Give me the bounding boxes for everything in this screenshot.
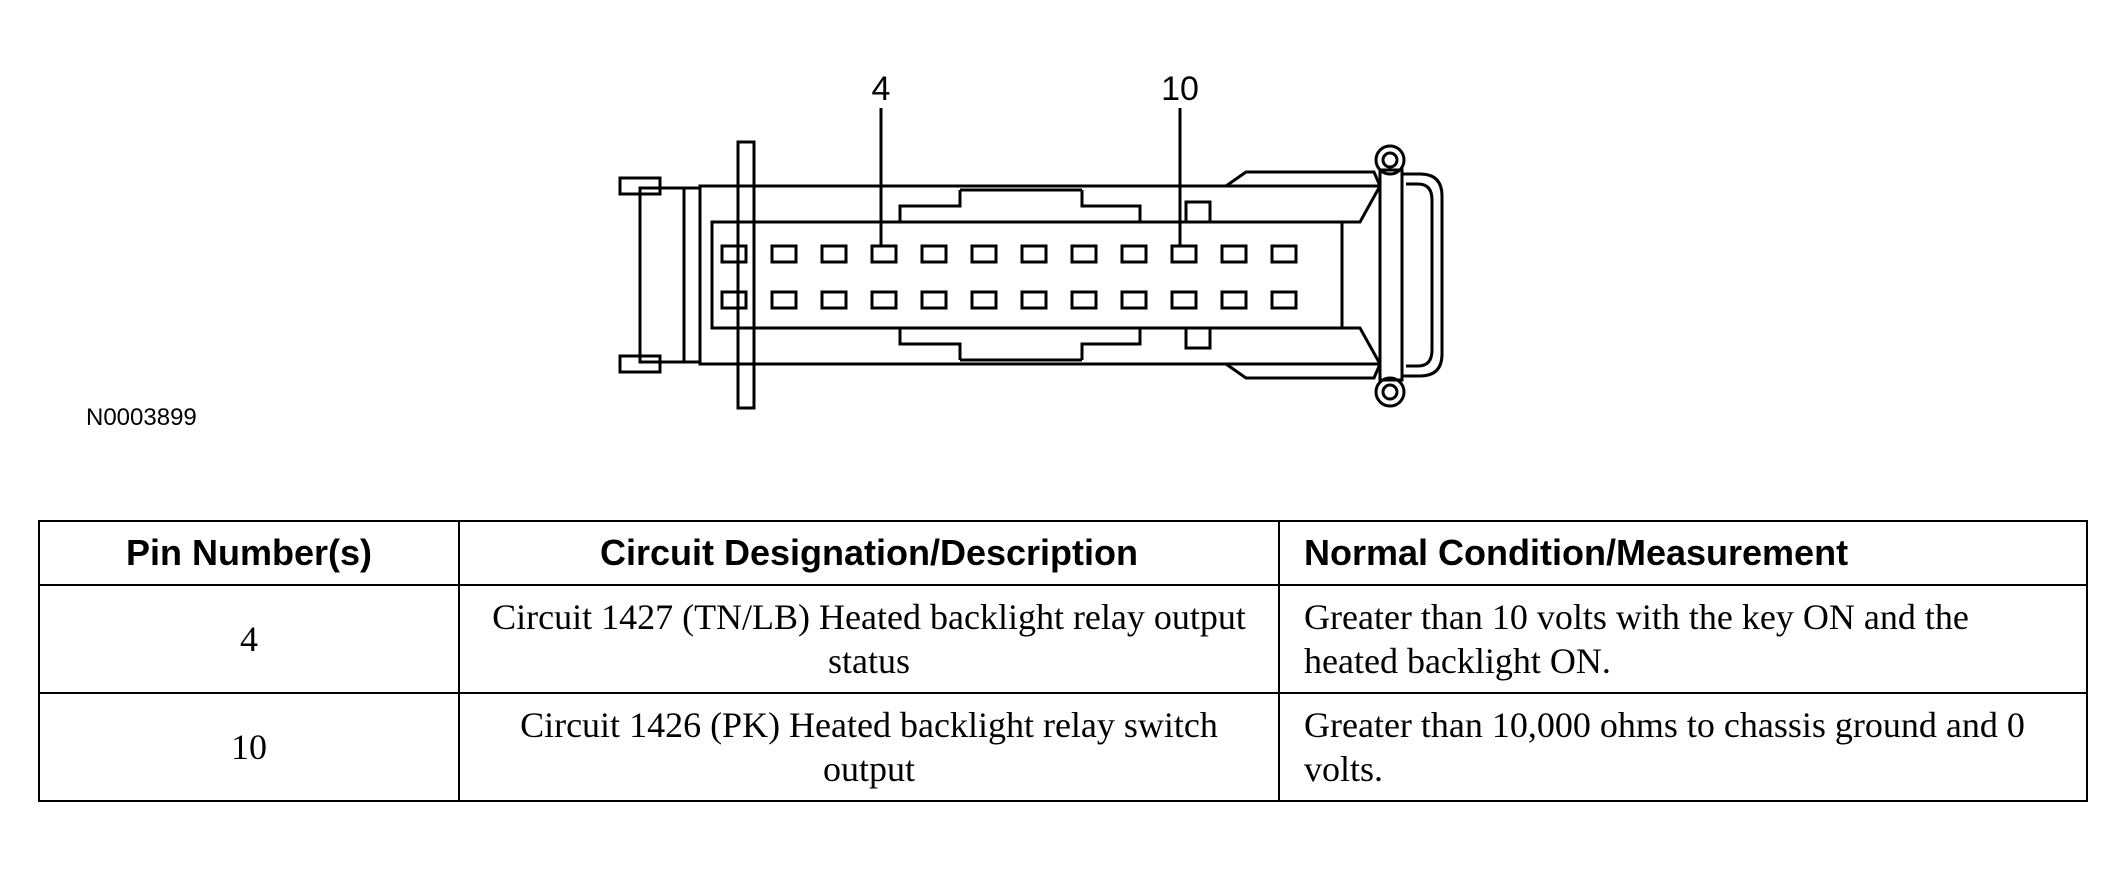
bottom-ridge-right [1080, 328, 1142, 360]
pin-cavity-r1-c11 [1220, 244, 1248, 264]
connector-diagram: 4 10 N0003899 [86, 70, 1444, 431]
cell-measurement: Greater than 10,000 ohms to chassis grou… [1278, 692, 2088, 802]
cell-circuit: Circuit 1426 (PK) Heated backlight relay… [458, 692, 1280, 802]
locking-bar [736, 140, 756, 410]
pin-cavity-r2-c3 [820, 290, 848, 310]
pin-cavity-r1-c6 [970, 244, 998, 264]
pin-cavity-r1-c8 [1070, 244, 1098, 264]
top-ridge-left [898, 190, 962, 222]
header-normal-condition: Normal Condition/Measurement [1278, 520, 2088, 586]
pin-cavity-r2-c4 [870, 290, 898, 310]
pin-cavity-r1-c9 [1120, 244, 1148, 264]
pin-cavity-r2-c1 [720, 290, 748, 310]
table-row: 10 Circuit 1426 (PK) Heated backlight re… [38, 692, 2088, 802]
shoulder-bottom [1342, 326, 1382, 365]
bottom-ridge-left [898, 328, 962, 360]
pin-cavity-r2-c5 [920, 290, 948, 310]
top-ridge-right [1080, 190, 1142, 222]
pin-table: Pin Number(s) Circuit Designation/Descri… [38, 520, 2088, 802]
pin-cavity-r1-c1 [720, 244, 748, 264]
pin-cavity-r2-c8 [1070, 290, 1098, 310]
right-cap-inner [1406, 182, 1434, 368]
top-key [1184, 200, 1212, 222]
left-end-block [638, 186, 686, 364]
shoulder-top [1342, 185, 1382, 224]
header-circuit-designation: Circuit Designation/Description [458, 520, 1280, 586]
figure-id: N0003899 [86, 404, 197, 431]
pin-cavity-r1-c7 [1020, 244, 1048, 264]
pin-cavity-r1-c2 [770, 244, 798, 264]
pin-cavity-r1-c3 [820, 244, 848, 264]
right-lower-boss-hole [1381, 383, 1399, 401]
pin-cavity-r2-c7 [1020, 290, 1048, 310]
shoulder-cap-bottom [1225, 362, 1382, 380]
pin-cavity-r2-c6 [970, 290, 998, 310]
pin-cavity [710, 220, 1344, 330]
right-lower-boss [1374, 376, 1406, 408]
pin-grid [720, 244, 1298, 310]
pin-cavity-r1-c5 [920, 244, 948, 264]
callout-label-4: 4 [872, 70, 891, 108]
right-upper-boss-hole [1381, 151, 1399, 169]
pin-cavity-r2-c2 [770, 290, 798, 310]
shoulder-cap-top [1225, 170, 1382, 188]
housing-outer [698, 184, 1382, 366]
cell-pin: 10 [38, 692, 460, 802]
pin-cavity-r2-c10 [1170, 290, 1198, 310]
right-flange [1378, 168, 1404, 382]
callout-leaders [879, 108, 1182, 246]
header-pin-numbers: Pin Number(s) [38, 520, 460, 586]
pin-cavity-r2-c12 [1270, 290, 1298, 310]
right-cap-outer [1402, 172, 1444, 378]
right-upper-boss [1374, 144, 1406, 176]
pin-cavity-r1-c12 [1270, 244, 1298, 264]
left-end-inner [682, 186, 702, 364]
pin-cavity-r1-c10 [1170, 244, 1198, 264]
pin-cavity-r2-c9 [1120, 290, 1148, 310]
table-header-row: Pin Number(s) Circuit Designation/Descri… [38, 520, 2088, 586]
bottom-key [1184, 328, 1212, 350]
table-row: 4 Circuit 1427 (TN/LB) Heated backlight … [38, 584, 2088, 694]
cell-measurement: Greater than 10 volts with the key ON an… [1278, 584, 2088, 694]
pin-cavity-r2-c11 [1220, 290, 1248, 310]
callout-label-10: 10 [1161, 70, 1199, 108]
cell-circuit: Circuit 1427 (TN/LB) Heated backlight re… [458, 584, 1280, 694]
pin-cavity-r1-c4 [870, 244, 898, 264]
cell-pin: 4 [38, 584, 460, 694]
connector-body [618, 140, 1444, 410]
